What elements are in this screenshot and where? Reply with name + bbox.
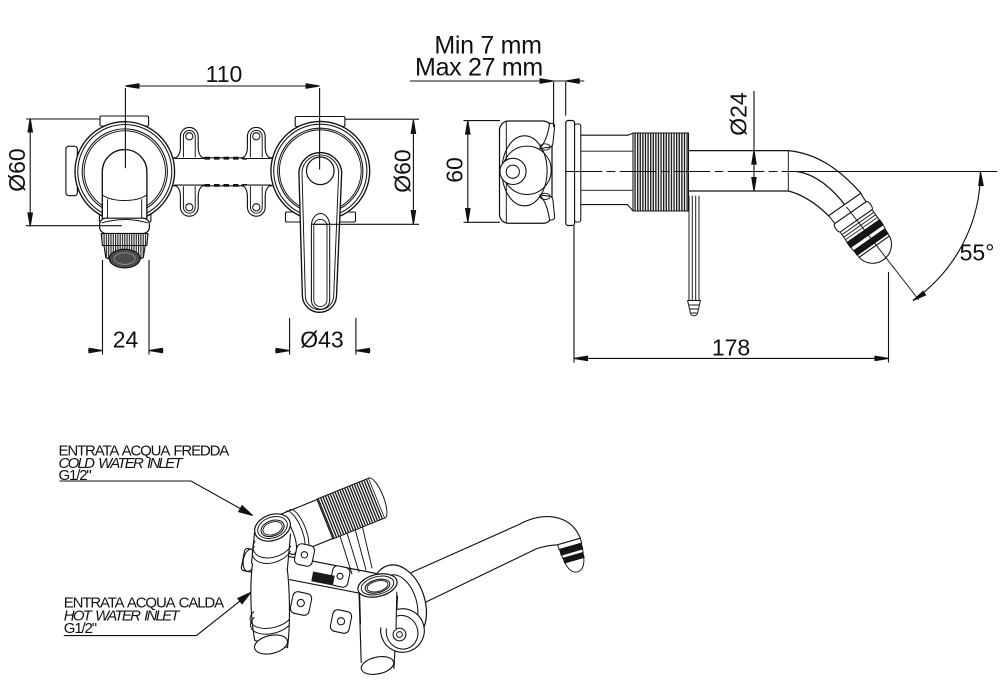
svg-text:Ø43: Ø43 xyxy=(300,327,343,353)
svg-text:Ø24: Ø24 xyxy=(726,92,752,136)
svg-text:HOT WATER INLET: HOT WATER INLET xyxy=(64,608,182,625)
svg-text:178: 178 xyxy=(712,335,750,361)
svg-text:24: 24 xyxy=(113,327,139,353)
svg-text:G1/2": G1/2" xyxy=(59,467,92,484)
svg-text:Ø60: Ø60 xyxy=(4,148,30,191)
svg-text:110: 110 xyxy=(206,61,243,87)
svg-text:55°: 55° xyxy=(960,240,995,266)
svg-text:ENTRATA ACQUA CALDA: ENTRATA ACQUA CALDA xyxy=(64,595,224,612)
svg-text:Max 27 mm: Max 27 mm xyxy=(415,54,543,82)
svg-text:ENTRATA ACQUA FREDDA: ENTRATA ACQUA FREDDA xyxy=(59,443,230,460)
svg-text:Min 7 mm: Min 7 mm xyxy=(434,32,541,60)
svg-text:60: 60 xyxy=(442,157,468,183)
svg-text:Ø60: Ø60 xyxy=(390,149,416,192)
svg-text:COLD WATER INLET: COLD WATER INLET xyxy=(59,455,185,472)
svg-text:G1/2": G1/2" xyxy=(64,620,97,637)
